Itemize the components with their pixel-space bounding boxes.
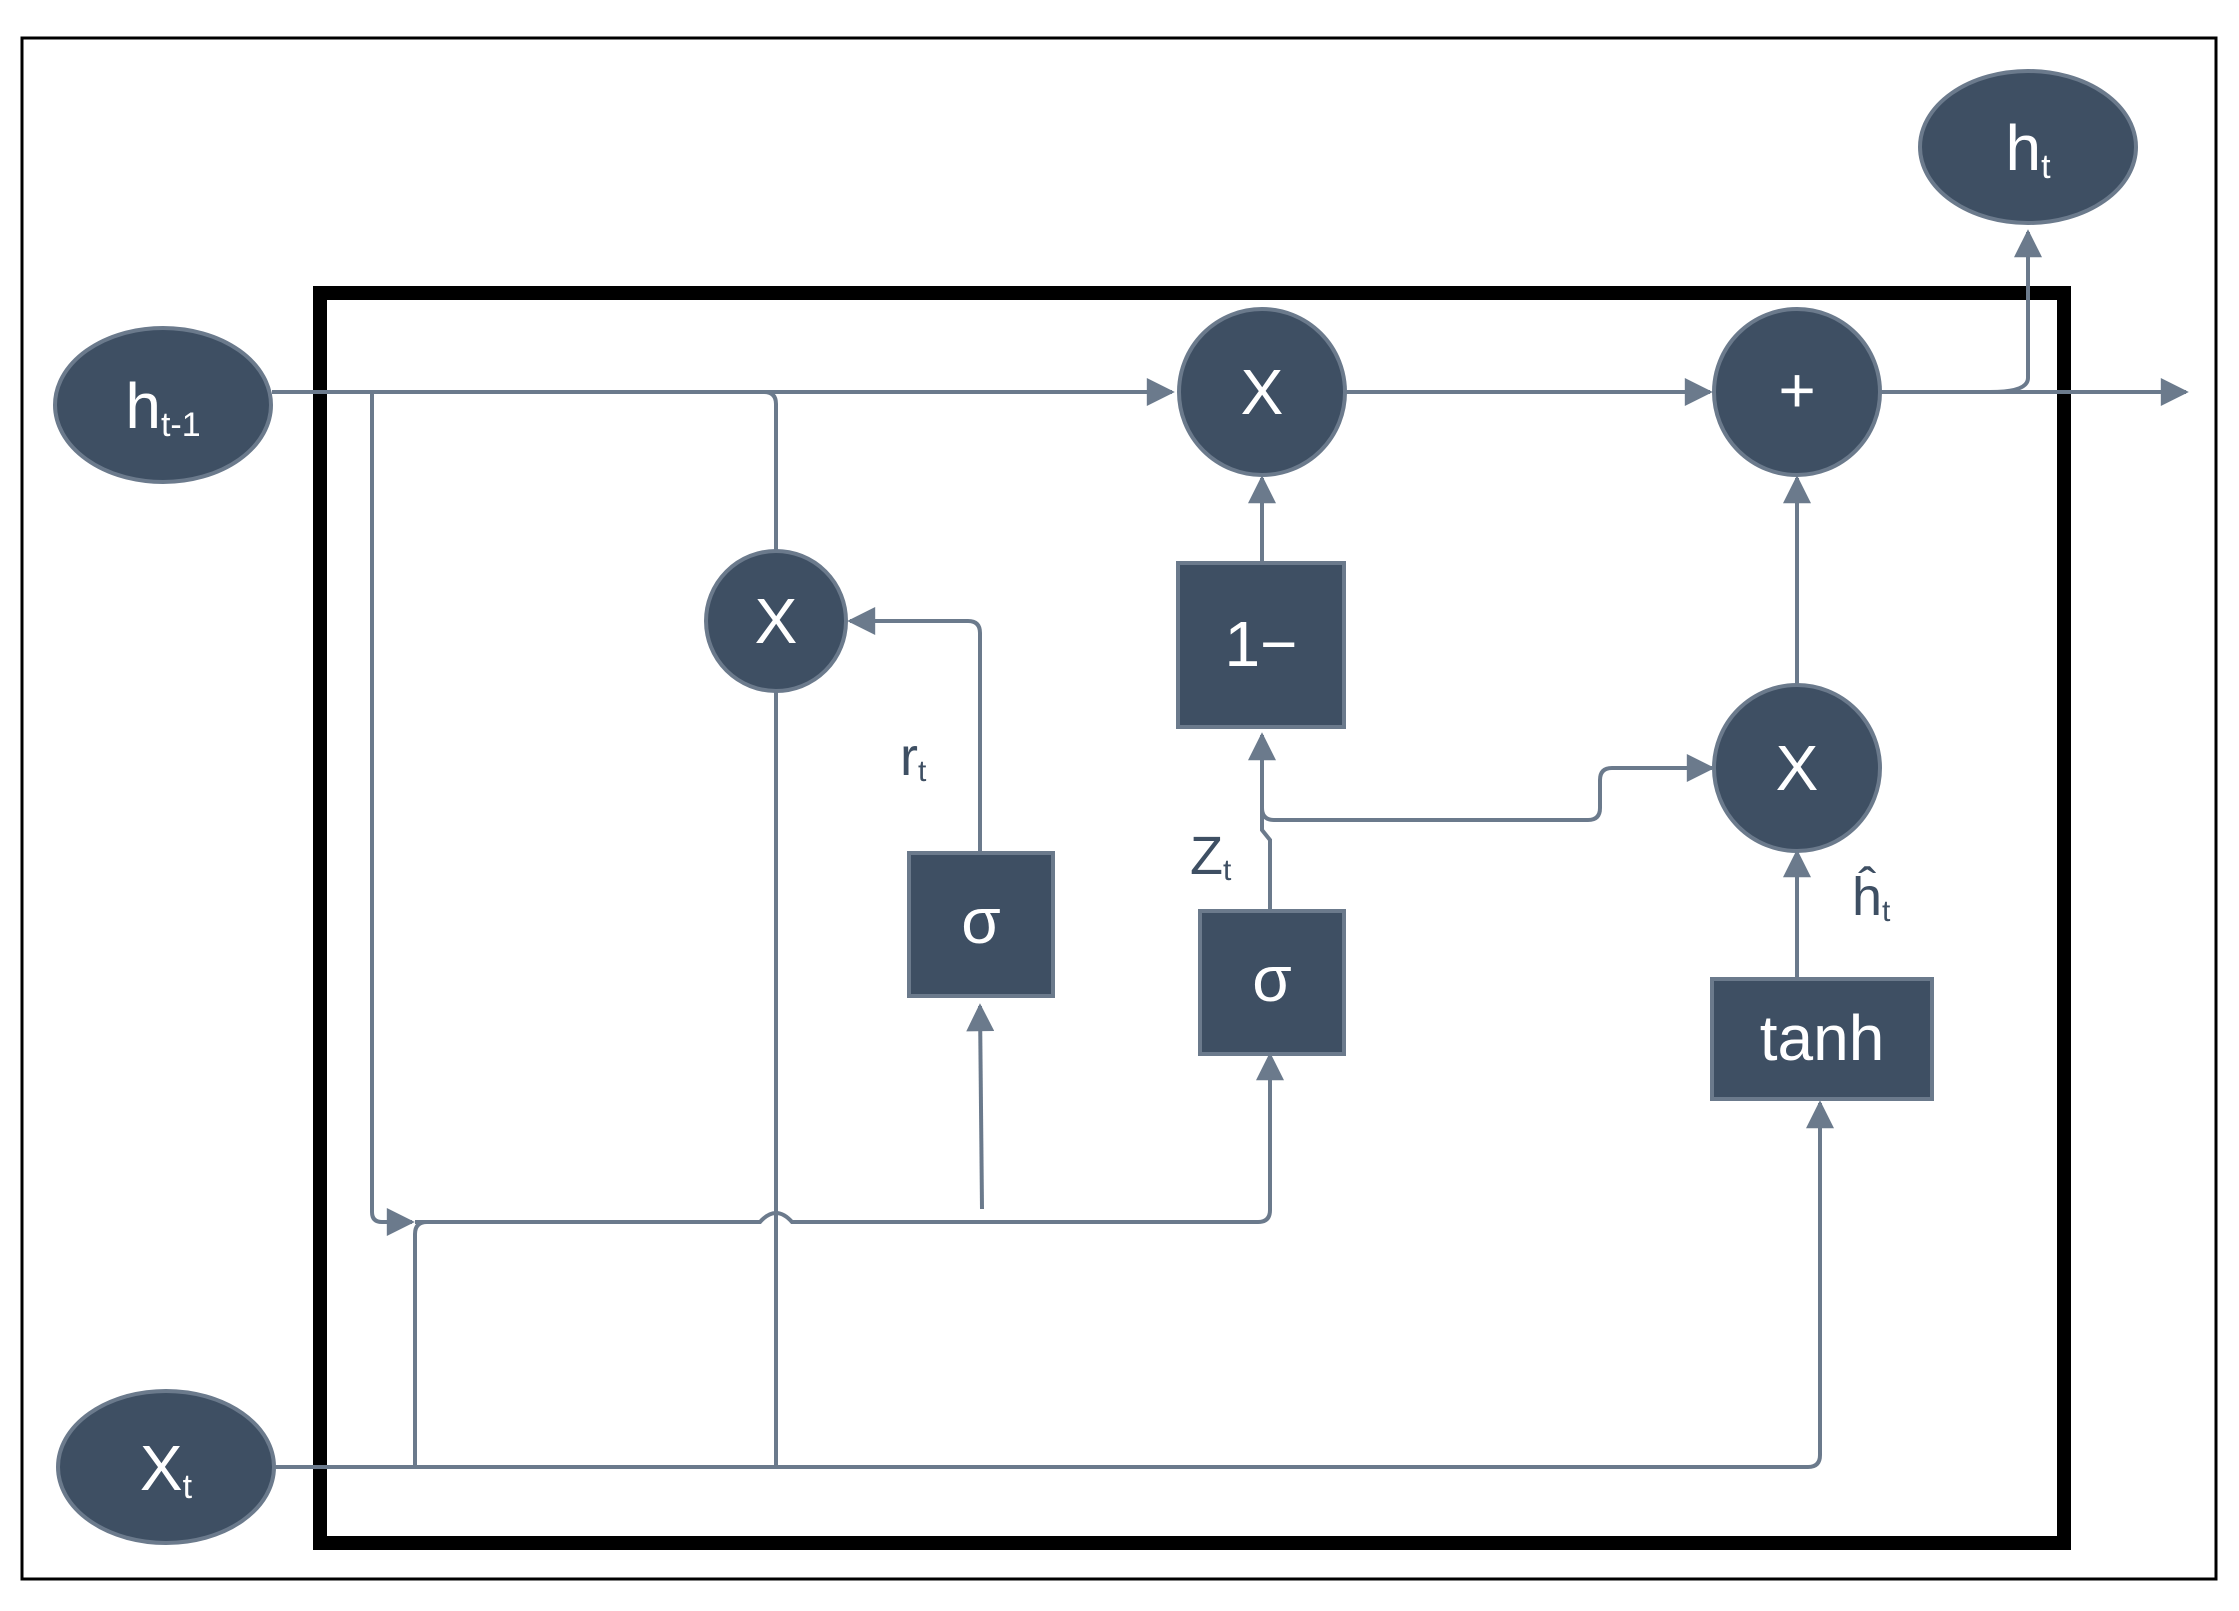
reset-multiply-label: X [755, 585, 798, 657]
top-multiply-shape [1177, 307, 1347, 477]
connections [272, 229, 2189, 1469]
input-x-t: Xt [56, 1389, 276, 1545]
input-h-prev-shape [53, 326, 273, 484]
tanh-block: tanh [1710, 977, 1934, 1101]
input-x-t-label: Xt [140, 1432, 193, 1506]
outer-frame [20, 36, 2218, 1581]
sigma-update-shape [1198, 909, 1346, 1056]
output-h-t: ht [1918, 69, 2138, 225]
wire-xt-to-tanh [275, 1100, 1834, 1469]
add-node: + [1712, 307, 1882, 477]
wire-zt-to-one-minus [1248, 732, 1276, 909]
cell-boundary [313, 286, 2071, 1550]
tanh-shape [1710, 977, 1934, 1101]
label-r-t: rt [900, 727, 927, 788]
input-h-prev: ht-1 [53, 326, 273, 484]
input-x-t-shape [56, 1389, 276, 1545]
wire-hprev-to-reset-mult [730, 390, 778, 551]
top-multiply-node: X [1177, 307, 1347, 477]
sigma-reset-shape [907, 851, 1055, 998]
wire-output-to-ht [1989, 229, 2042, 394]
wire-zt-to-update-mult [1260, 754, 1715, 822]
wire-xt-up-bus [413, 1220, 428, 1467]
input-h-prev-label: ht-1 [125, 370, 200, 444]
output-h-t-shape [1918, 69, 2138, 225]
add-shape [1712, 307, 1882, 477]
wire-rt [847, 607, 982, 851]
wire-bus [415, 1052, 1284, 1224]
one-minus-label: 1− [1225, 608, 1298, 680]
sigma-update-block: σ [1198, 909, 1346, 1056]
label-z-t: Zt [1190, 826, 1232, 887]
output-h-t-label: ht [2005, 112, 2051, 186]
tanh-label: tanh [1760, 1002, 1885, 1074]
add-label: + [1778, 354, 1815, 426]
one-minus-block: 1− [1176, 561, 1346, 729]
wire-bus-to-sigma-r [966, 1003, 995, 1210]
update-multiply-label: X [1776, 732, 1819, 804]
sigma-reset-label: σ [961, 885, 1001, 957]
sigma-reset-block: σ [907, 851, 1055, 998]
label-h-hat-t: ĥt [1852, 866, 1891, 928]
wire-hprev-down-bus [370, 392, 415, 1236]
reset-multiply-shape [704, 549, 848, 693]
top-multiply-label: X [1241, 356, 1284, 428]
sigma-update-label: σ [1252, 943, 1292, 1015]
update-multiply-node: X [1712, 683, 1882, 853]
update-multiply-shape [1712, 683, 1882, 853]
reset-multiply-node: X [704, 549, 848, 693]
one-minus-shape [1176, 561, 1346, 729]
